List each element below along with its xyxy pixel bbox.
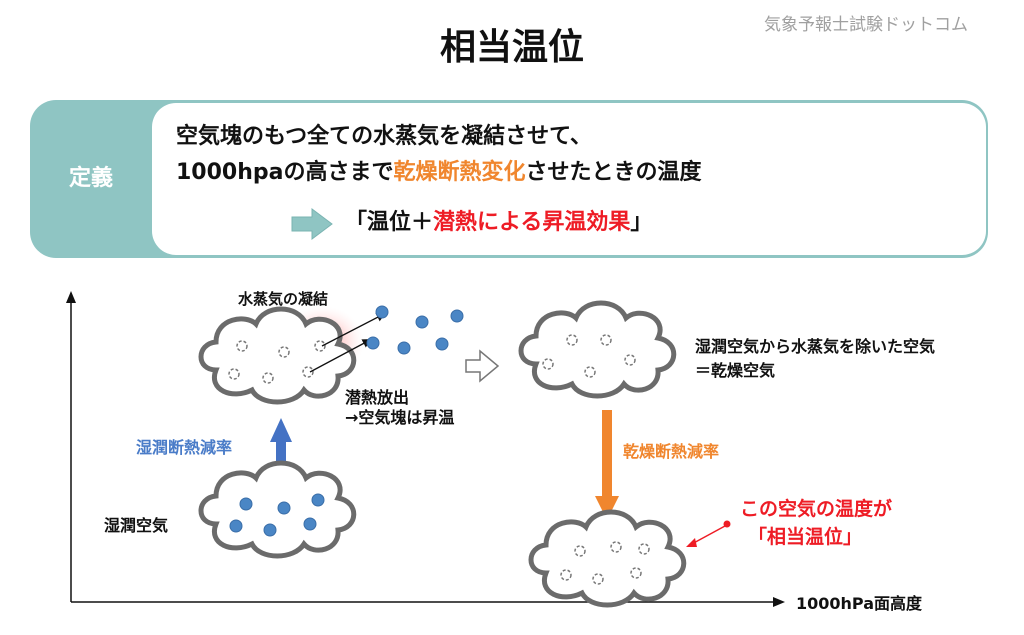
definition-line-2-pre: 1000hpaの高さまで <box>176 160 394 185</box>
cloud-lower-right <box>531 512 684 605</box>
moist-air-label: 湿潤空気 <box>104 516 169 535</box>
annotation-label-2: 「相当温位」 <box>748 526 863 548</box>
condensation-arrow-1 <box>321 313 386 347</box>
site-name: 気象予報士試験ドットコム <box>764 15 968 35</box>
annotation-label-1: この空気の温度が <box>740 498 893 520</box>
latent-heat-label-2: →空気塊は昇温 <box>345 408 455 427</box>
definition-label: 定義 <box>68 166 113 191</box>
annotation-pointer <box>686 520 731 547</box>
axes <box>66 291 785 607</box>
escaped-droplets <box>366 305 464 355</box>
definition-line-1: 空気塊のもつ全ての水蒸気を凝結させて、 <box>176 124 593 149</box>
dry-air-label-2: ＝乾燥空気 <box>695 361 776 380</box>
cloud-upper-left <box>201 309 354 402</box>
x-axis-label: 1000hPa面高度 <box>796 594 923 613</box>
hollow-arrow-icon <box>465 349 500 383</box>
cloud-lower-left <box>201 463 354 556</box>
latent-heat-label-1: 潜熱放出 <box>345 388 410 407</box>
arrow-right-icon <box>291 208 333 240</box>
definition-line-3-post: 」 <box>630 210 653 235</box>
moist-rate-label: 湿潤断熱減率 <box>136 438 233 457</box>
dry-rate-arrow-icon <box>595 410 619 520</box>
x-axis-arrow-icon <box>773 597 785 607</box>
y-axis-arrow-icon <box>66 291 76 303</box>
dry-rate-label: 乾燥断熱減率 <box>623 442 720 461</box>
condensation-arrow-2 <box>309 339 372 373</box>
dry-air-label-1: 湿潤空気から水蒸気を除いた空気 <box>695 337 936 356</box>
page-title: 相当温位 <box>439 27 584 68</box>
cloud-upper-right <box>521 303 674 396</box>
definition-line-2-post: させたときの温度 <box>525 160 702 185</box>
moist-rate-arrow-icon <box>270 418 292 470</box>
definition-line-2-highlight: 乾燥断熱変化 <box>393 160 526 185</box>
definition-line-3-highlight: 潜熱による昇温効果 <box>433 210 631 235</box>
condensation-label: 水蒸気の凝結 <box>238 290 329 308</box>
definition-line-3: 「温位＋潜熱による昇温効果」 <box>345 204 652 236</box>
definition-box <box>152 103 986 255</box>
definition-line-3-pre: 「温位＋ <box>345 210 434 235</box>
definition-line-2: 1000hpaの高さまで乾燥断熱変化させたときの温度 <box>176 154 702 186</box>
